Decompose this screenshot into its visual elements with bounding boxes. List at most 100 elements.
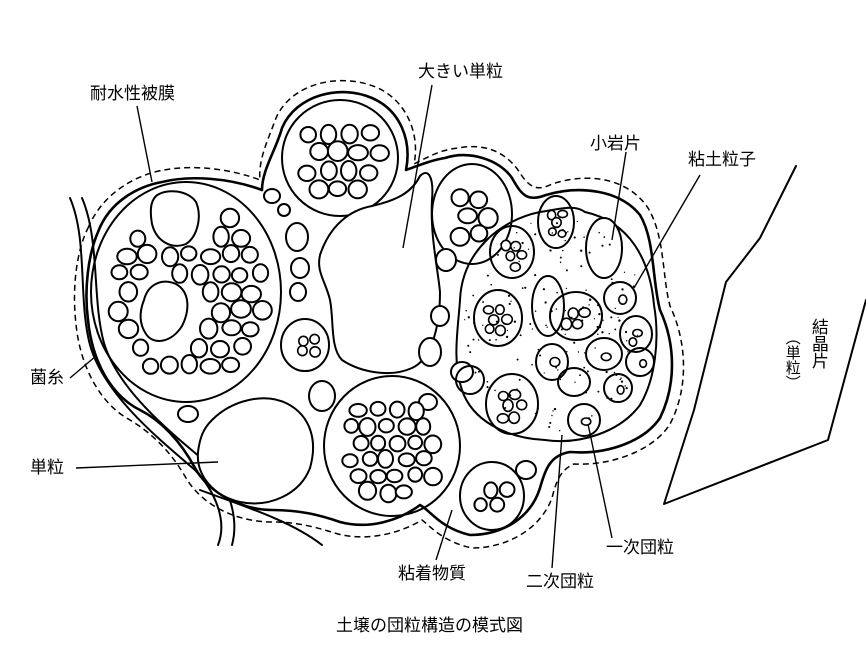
clay-speck bbox=[494, 389, 496, 392]
clay-speck bbox=[467, 344, 470, 347]
clay-speck bbox=[553, 407, 557, 411]
grain bbox=[349, 468, 368, 485]
crystal-fragment bbox=[663, 165, 866, 505]
clay-speck bbox=[477, 339, 480, 341]
grain bbox=[502, 398, 514, 413]
grain bbox=[200, 248, 222, 266]
grain bbox=[240, 245, 259, 264]
grain bbox=[489, 496, 506, 513]
clay-speck bbox=[495, 338, 497, 341]
grain bbox=[212, 225, 230, 248]
grain bbox=[309, 142, 330, 161]
clay-speck bbox=[588, 377, 590, 379]
clay-speck bbox=[617, 316, 619, 318]
grain bbox=[369, 469, 388, 485]
clay-speck bbox=[469, 351, 472, 354]
clay-speck bbox=[559, 256, 562, 259]
clay-speck bbox=[559, 261, 562, 264]
clay-speck bbox=[464, 319, 466, 321]
grain bbox=[132, 338, 150, 357]
grain bbox=[407, 434, 424, 451]
clay-speck bbox=[549, 421, 552, 424]
grain bbox=[508, 389, 522, 401]
clay-speck bbox=[581, 319, 584, 322]
clay-speck bbox=[513, 320, 517, 323]
clay-speck bbox=[518, 306, 522, 309]
grain bbox=[567, 307, 580, 320]
clay-speck bbox=[505, 335, 509, 339]
grain bbox=[341, 453, 359, 469]
clay-speck bbox=[580, 265, 583, 268]
grain bbox=[484, 323, 495, 335]
clay-speck bbox=[636, 334, 639, 336]
clay-speck bbox=[555, 366, 557, 369]
clay-speck bbox=[551, 232, 554, 234]
grain bbox=[385, 468, 404, 484]
clay-speck bbox=[564, 309, 567, 312]
grain bbox=[357, 480, 378, 501]
clay-speck bbox=[619, 378, 621, 381]
clay-speck bbox=[580, 308, 582, 311]
clay-speck bbox=[512, 338, 515, 340]
clay-specks bbox=[464, 220, 639, 432]
grain bbox=[241, 321, 260, 338]
grain bbox=[577, 306, 591, 318]
clay-speck bbox=[551, 414, 553, 417]
grain bbox=[347, 144, 369, 162]
clay-speck bbox=[564, 239, 566, 242]
clay-speck bbox=[472, 322, 475, 324]
grain bbox=[201, 281, 220, 303]
clay-speck bbox=[490, 283, 493, 286]
clay-speck bbox=[467, 316, 470, 319]
clay-speck bbox=[573, 341, 576, 344]
grain bbox=[449, 226, 471, 247]
leader-lines bbox=[69, 84, 701, 569]
grain bbox=[141, 357, 160, 375]
grain bbox=[129, 229, 147, 248]
clay-speck bbox=[515, 231, 518, 234]
clay-speck bbox=[537, 407, 540, 410]
clay-speck bbox=[519, 334, 522, 337]
label-binding-substance: 粘着物質 bbox=[398, 564, 466, 584]
clay-speck bbox=[583, 236, 585, 239]
grain bbox=[340, 123, 359, 145]
grain bbox=[631, 328, 643, 338]
clay-speck bbox=[588, 251, 591, 254]
clay-speck bbox=[499, 398, 501, 401]
grain bbox=[516, 249, 528, 260]
grain bbox=[309, 345, 322, 358]
clay-speck bbox=[574, 381, 576, 383]
grain bbox=[482, 304, 495, 315]
clay-speck bbox=[596, 325, 599, 328]
grain bbox=[159, 355, 179, 375]
grain bbox=[190, 264, 210, 286]
clay-speck bbox=[477, 370, 480, 373]
clay-speck bbox=[509, 394, 512, 397]
clay-speck bbox=[516, 388, 518, 390]
clay-speck bbox=[594, 347, 596, 349]
clay-speck bbox=[488, 339, 491, 342]
clay-speck bbox=[601, 244, 604, 247]
clay-speck bbox=[518, 260, 520, 263]
grain bbox=[326, 140, 349, 163]
clay-speck bbox=[589, 298, 592, 301]
grain bbox=[369, 400, 387, 417]
clay-speck bbox=[599, 276, 601, 278]
grain bbox=[361, 450, 379, 467]
clay-speck bbox=[556, 291, 558, 294]
grain bbox=[189, 338, 209, 359]
grain bbox=[220, 282, 243, 303]
clay-speck bbox=[576, 220, 578, 223]
grain bbox=[546, 209, 557, 221]
clay-speck bbox=[602, 319, 604, 321]
grain bbox=[129, 263, 149, 281]
clay-speck bbox=[610, 316, 613, 319]
clay-speck bbox=[605, 370, 608, 374]
grain bbox=[477, 207, 499, 229]
label-crystal-fragment: 結晶片 bbox=[807, 318, 828, 369]
clay-speck bbox=[598, 231, 600, 234]
grain bbox=[343, 418, 360, 434]
grain bbox=[600, 352, 612, 362]
clay-speck bbox=[582, 306, 585, 309]
